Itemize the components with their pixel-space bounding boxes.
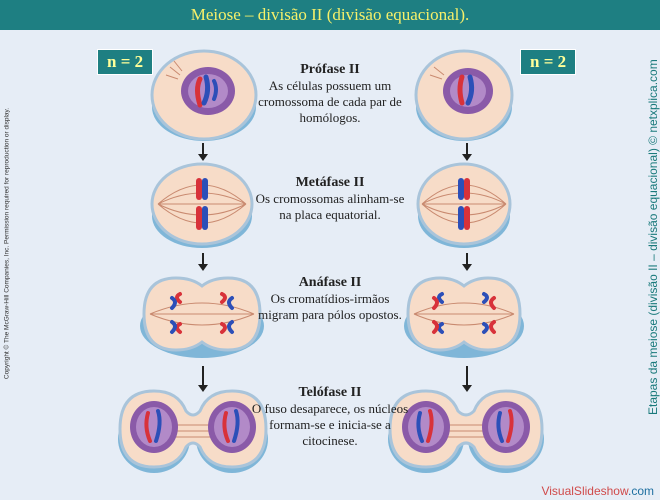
- copyright-notice: Copyright © The McGraw-Hill Companies, I…: [3, 107, 11, 380]
- arrow-down-left-1: [198, 143, 208, 161]
- watermark-brand: VisualSlideshow: [541, 484, 628, 498]
- stage-telophase: Telófase II O fuso desaparece, os núcleo…: [250, 385, 410, 449]
- stage-prophase: Prófase II As células possuem um cromoss…: [250, 62, 410, 126]
- side-caption: Etapas da meiose (divisão II – divisão e…: [646, 59, 660, 415]
- cell-anaphase-right: [404, 276, 524, 358]
- arrow-down-right-1: [462, 143, 472, 161]
- stage-metaphase: Metáfase II Os cromossomas alinham-se na…: [250, 175, 410, 223]
- stage-telophase-description: O fuso desaparece, os núcleos formam-se …: [251, 401, 409, 448]
- stage-anaphase-description: Os cromatídios-irmãos migram para pólos …: [258, 291, 402, 322]
- stage-anaphase-name: Anáfase II: [298, 275, 362, 290]
- stage-metaphase-description: Os cromossomas alinham-se na placa equat…: [255, 191, 405, 222]
- ploidy-badge-left: n = 2: [97, 49, 154, 75]
- cell-telophase-right: [388, 389, 544, 473]
- slide-content: [0, 30, 660, 500]
- cell-telophase-left: [118, 389, 268, 473]
- arrow-down-right-2: [462, 253, 472, 271]
- cell-metaphase-left: [150, 162, 254, 248]
- arrow-down-right-3: [462, 366, 472, 392]
- cell-prophase-left: [150, 49, 258, 141]
- stage-anaphase: Anáfase II Os cromatídios-irmãos migram …: [250, 275, 410, 323]
- arrow-down-left-2: [198, 253, 208, 271]
- watermark-domain: .com: [627, 484, 654, 498]
- ploidy-badge-right: n = 2: [520, 49, 577, 75]
- arrow-down-left-3: [198, 366, 208, 392]
- stage-telophase-name: Telófase II: [298, 385, 362, 400]
- stage-metaphase-name: Metáfase II: [295, 175, 365, 190]
- slide-title: Meiose – divisão II (divisão equacional)…: [190, 5, 470, 24]
- stage-prophase-description: As células possuem um cromossoma de cada…: [258, 78, 402, 125]
- cell-metaphase-right: [416, 162, 512, 248]
- stage-prophase-name: Prófase II: [300, 62, 360, 77]
- cell-prophase-right: [414, 49, 514, 141]
- cell-anaphase-left: [140, 276, 264, 358]
- slide-title-bar: Meiose – divisão II (divisão equacional)…: [0, 0, 660, 30]
- watermark: VisualSlideshow.com: [541, 484, 654, 498]
